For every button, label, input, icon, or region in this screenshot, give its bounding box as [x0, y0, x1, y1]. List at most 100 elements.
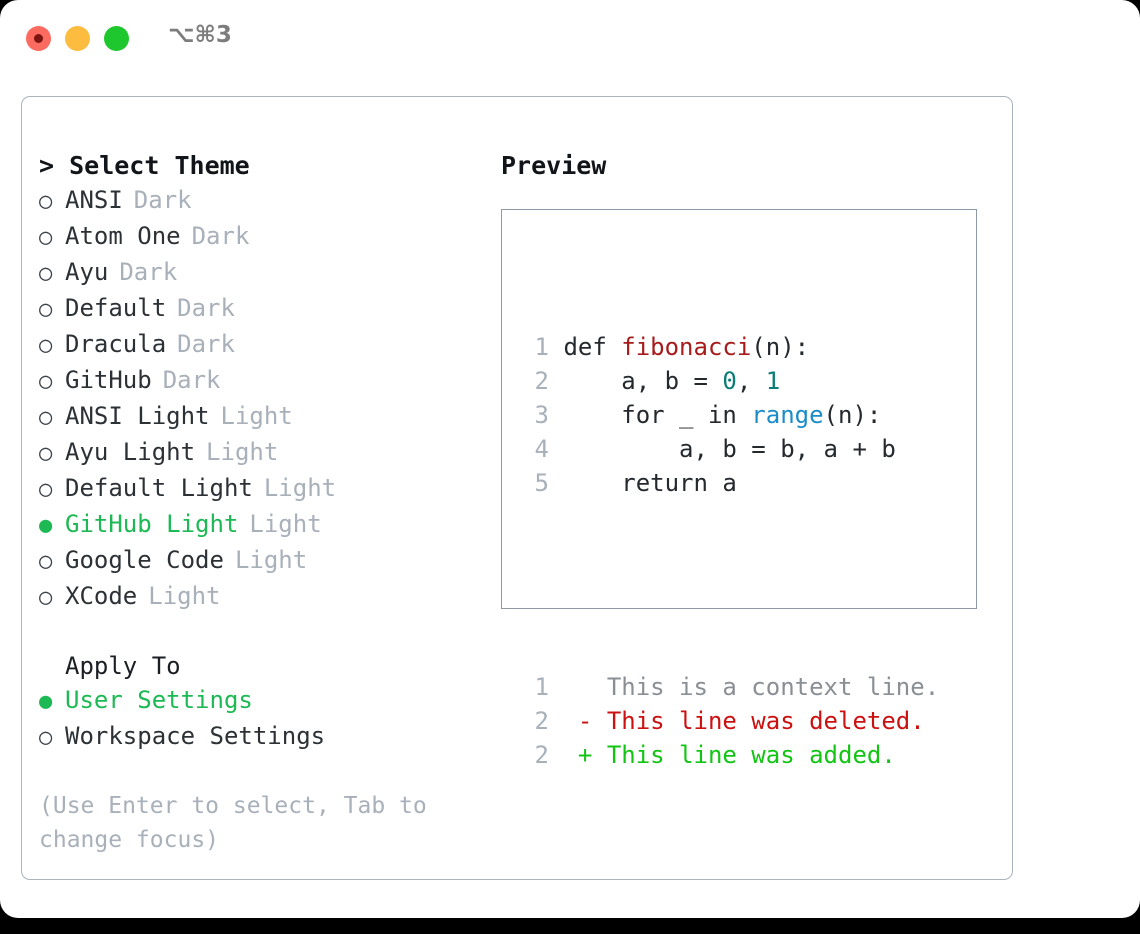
- theme-list-item[interactable]: ○ ANSI Light Light: [39, 399, 479, 435]
- theme-name-label: GitHub Light: [65, 510, 239, 538]
- theme-list-item[interactable]: ○ Dracula Dark: [39, 327, 479, 363]
- radio-unselected-icon[interactable]: ○: [39, 477, 53, 502]
- theme-name-label: Dracula: [65, 330, 167, 358]
- theme-list-item[interactable]: ○ Default Light Light: [39, 471, 479, 507]
- code-token-plain: def: [563, 333, 622, 361]
- code-line: 4 a, b = b, a + b: [523, 432, 939, 466]
- diff-line: 2 + This line was added.: [523, 738, 939, 772]
- code-token-plain: return a: [563, 469, 737, 497]
- diff-marker-context: [578, 673, 607, 701]
- radio-unselected-icon[interactable]: ○: [39, 441, 53, 466]
- radio-selected-icon[interactable]: ●: [39, 689, 53, 714]
- diff-line-number: 2: [534, 707, 549, 735]
- radio-unselected-icon[interactable]: ○: [39, 333, 53, 358]
- code-line-number: 1: [534, 333, 549, 361]
- theme-variant-badge: Light: [263, 474, 337, 502]
- theme-variant-badge: Light: [148, 582, 221, 610]
- theme-name-label: Ayu: [65, 258, 109, 286]
- theme-name-label: Atom One: [65, 222, 181, 250]
- theme-list-item[interactable]: ○ Ayu Dark: [39, 255, 479, 291]
- theme-variant-badge: Light: [206, 438, 279, 466]
- theme-list-item[interactable]: ○ XCode Light: [39, 579, 479, 615]
- code-token-plain: (n):: [751, 333, 810, 361]
- code-line-number: 3: [534, 401, 549, 429]
- diff-line-text: This line was deleted.: [606, 707, 925, 735]
- code-line: 1 def fibonacci(n):: [523, 330, 939, 364]
- code-token-num: 1: [765, 367, 781, 395]
- theme-name-label: ANSI: [65, 186, 123, 214]
- theme-name-label: Google Code: [65, 546, 224, 574]
- theme-picker-heading: > Select Theme: [39, 151, 250, 180]
- theme-variant-badge: Light: [220, 402, 293, 430]
- radio-unselected-icon[interactable]: ○: [39, 225, 53, 250]
- radio-unselected-icon[interactable]: ○: [39, 261, 53, 286]
- keyboard-shortcut-label: ⌥⌘3: [168, 22, 232, 48]
- theme-name-label: Default Light: [65, 474, 253, 502]
- theme-name-label: Ayu Light: [65, 438, 196, 466]
- diff-sample-block: 1 This is a context line.2 - This line w…: [523, 670, 940, 772]
- radio-unselected-icon[interactable]: ○: [39, 369, 53, 394]
- radio-unselected-icon[interactable]: ○: [39, 189, 53, 214]
- apply-to-item[interactable]: ● User Settings: [39, 683, 479, 719]
- theme-name-label: ANSI Light: [65, 402, 210, 430]
- radio-unselected-icon[interactable]: ○: [39, 405, 53, 430]
- theme-list-item[interactable]: ○ Atom One Dark: [39, 219, 479, 255]
- code-token-num: 0: [722, 367, 737, 395]
- maximize-button-icon[interactable]: [104, 26, 129, 51]
- diff-line: 1 This is a context line.: [523, 670, 940, 704]
- theme-variant-badge: Light: [249, 510, 322, 538]
- code-token-plain: ,: [736, 367, 766, 395]
- radio-unselected-icon[interactable]: ○: [39, 725, 53, 750]
- theme-name-label: Default: [65, 294, 167, 322]
- diff-marker-deleted: -: [577, 707, 607, 735]
- code-blank-line: [523, 568, 939, 602]
- code-token-call: range: [751, 401, 824, 429]
- theme-variant-badge: Dark: [119, 258, 178, 286]
- code-line: 3 for _ in range(n):: [523, 398, 939, 432]
- title-bar: ⌥⌘3: [0, 0, 1140, 76]
- close-button-icon[interactable]: [26, 26, 51, 51]
- apply-to-list: ● User Settings ○Workspace Settings: [39, 683, 479, 755]
- keyboard-hint-text: (Use Enter to select, Tab to change focu…: [39, 793, 427, 853]
- theme-list-item[interactable]: ○ Google Code Light: [39, 543, 479, 579]
- preview-column: Preview 1 def fibonacci(n):2 a, b = 0, 1…: [501, 149, 1001, 769]
- theme-variant-badge: Dark: [177, 294, 235, 322]
- theme-list-item[interactable]: ○ Default Dark: [39, 291, 479, 327]
- traffic-light-controls: [26, 26, 129, 51]
- code-line-number: 2: [534, 367, 549, 395]
- code-token-plain: a, b = b, a + b: [563, 435, 896, 463]
- apply-to-label: User Settings: [65, 686, 253, 714]
- theme-name-label: XCode: [65, 582, 138, 610]
- code-line: 5 return a: [523, 466, 939, 500]
- apply-to-item[interactable]: ○Workspace Settings: [39, 719, 479, 755]
- theme-variant-badge: Dark: [177, 330, 235, 358]
- diff-line-number: 2: [534, 741, 549, 769]
- code-line-number: 5: [534, 469, 549, 497]
- diff-line-text: This is a context line.: [606, 673, 940, 701]
- diff-marker-added: +: [577, 741, 607, 769]
- theme-variant-badge: Dark: [191, 222, 250, 250]
- code-token-plain: (n):: [823, 401, 882, 429]
- radio-selected-icon[interactable]: ●: [39, 513, 53, 538]
- radio-unselected-icon[interactable]: ○: [39, 549, 53, 574]
- diff-line: 2 - This line was deleted.: [523, 704, 939, 738]
- radio-unselected-icon[interactable]: ○: [39, 585, 53, 610]
- theme-list-item[interactable]: ● GitHub Light Light: [39, 507, 479, 543]
- radio-unselected-icon[interactable]: ○: [39, 297, 53, 322]
- theme-variant-badge: Light: [234, 546, 308, 574]
- theme-name-label: GitHub: [65, 366, 152, 394]
- theme-list-item[interactable]: ○ Ayu Light Light: [39, 435, 479, 471]
- list-spacer: [39, 615, 479, 649]
- minimize-button-icon[interactable]: [65, 26, 90, 51]
- code-line-number: 4: [534, 435, 549, 463]
